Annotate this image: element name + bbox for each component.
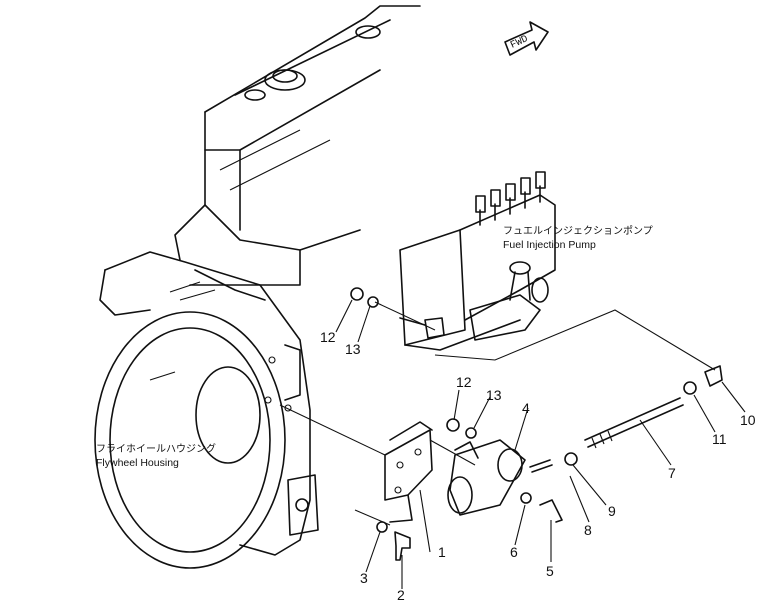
fuel-injection-pump bbox=[399, 171, 556, 351]
callout-11: 11 bbox=[712, 431, 727, 447]
engine-block bbox=[174, 5, 421, 286]
callout-9: 9 bbox=[608, 503, 616, 519]
callout-8: 8 bbox=[584, 522, 592, 538]
fasteners bbox=[350, 287, 723, 561]
callout-6: 6 bbox=[510, 544, 518, 560]
fuel-pump-label-en: Fuel Injection Pump bbox=[503, 239, 596, 251]
callout-12-lower: 12 bbox=[456, 374, 472, 390]
forward-arrow-icon: FWD bbox=[504, 21, 549, 56]
callout-2: 2 bbox=[397, 587, 405, 601]
fuel-pump-label-jp: フュエルインジェクションポンプ bbox=[503, 225, 653, 237]
callout-12-upper: 12 bbox=[320, 329, 336, 345]
callout-13-lower: 13 bbox=[486, 387, 502, 403]
callout-1: 1 bbox=[438, 544, 446, 560]
callout-7: 7 bbox=[668, 465, 676, 481]
callout-10: 10 bbox=[740, 412, 756, 428]
callout-13-upper: 13 bbox=[345, 341, 361, 357]
flywheel-label-en: Flywheel Housing bbox=[96, 457, 179, 469]
callout-3: 3 bbox=[360, 570, 368, 586]
part-7-rod bbox=[584, 397, 684, 449]
leader-lines bbox=[279, 299, 746, 589]
part-1-bracket bbox=[384, 421, 433, 523]
callout-5: 5 bbox=[546, 563, 554, 579]
flywheel-label-jp: フライホイールハウジング bbox=[96, 442, 216, 455]
part-4-solenoid bbox=[447, 439, 526, 516]
callout-4: 4 bbox=[522, 400, 530, 416]
flywheel-housing bbox=[94, 251, 319, 569]
